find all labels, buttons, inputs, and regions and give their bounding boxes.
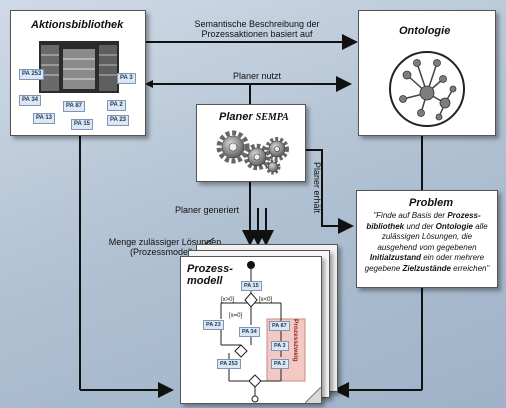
condition-label: [x=0] [229, 313, 243, 319]
process-node: PA 3 [271, 341, 289, 351]
library-item: PA 253 [19, 69, 45, 80]
process-title-line2: modell [187, 275, 223, 287]
gears-icon [216, 130, 289, 175]
library-item: PA 23 [107, 115, 130, 126]
library-item: PA 13 [33, 113, 56, 124]
semantic-label-line1: Semantische Beschreibung der [194, 19, 320, 29]
semantic-label: Semantische Beschreibung der Prozessakti… [172, 19, 342, 39]
condition-label: [x<0] [259, 297, 273, 303]
library-item: PA 15 [71, 119, 94, 130]
process-node: PA 87 [269, 321, 290, 331]
problem-box: Problem "Finde auf Basis der Prozess-bib… [356, 190, 498, 288]
semantic-label-line2: Prozessaktionen basiert auf [201, 29, 313, 39]
arrow-receives [305, 149, 354, 234]
problem-title: Problem [409, 197, 454, 209]
annotation-line2: (Prozessmodelle) [129, 247, 201, 257]
process-node: PA 2 [271, 359, 289, 369]
process-title: Prozess- modell [187, 263, 233, 287]
planner-box: Planer SEMPA [196, 104, 306, 182]
folded-corner-icon [305, 387, 321, 403]
library-title: Aktionsbibliothek [31, 19, 124, 31]
planner-title-main: Planer [219, 111, 256, 123]
process-model-box: Prozess- modell [180, 256, 322, 404]
planner-title: Planer SEMPA [219, 111, 289, 123]
process-title-line1: Prozess- [187, 263, 233, 275]
ontology-box: Ontologie [358, 10, 496, 136]
process-node: PA 23 [203, 320, 224, 330]
generates-label: Planer generiert [175, 205, 240, 215]
library-shelves-image [39, 41, 119, 93]
problem-text-part: "Finde auf Basis der [373, 211, 448, 220]
planner-title-name: SEMPA [255, 112, 289, 123]
problem-text-part: erreichen" [450, 263, 490, 273]
receives-label: Planer erhält [312, 162, 322, 214]
branch-label: Prozesszweig [292, 319, 299, 362]
problem-text-emphasis: Initialzustand [369, 253, 421, 262]
process-node: PA 253 [217, 359, 241, 369]
problem-text-part: ein oder mehrere gegebene [364, 253, 485, 273]
library-item: PA 3 [117, 73, 136, 84]
annotation-line1: Menge zulässiger Lösungen [108, 237, 222, 247]
problem-text: "Finde auf Basis der Prozess-bibliothek … [363, 211, 491, 274]
library-box: Aktionsbibliothek PA 253 PA 3 PA 34 PA 8… [10, 10, 146, 136]
condition-label: [x>0] [221, 297, 235, 303]
library-item: PA 34 [19, 95, 42, 106]
problem-text-emphasis: Zielzustände [402, 263, 451, 273]
problem-text-part: und der [404, 221, 436, 231]
uses-label: Planer nutzt [232, 71, 282, 81]
problem-text-part: alle zulässigen Lösungen, die ausgehend … [377, 221, 488, 252]
process-node: PA 34 [239, 327, 260, 337]
problem-text-emphasis: Ontologie [435, 221, 473, 231]
library-item: PA 2 [107, 100, 126, 111]
process-node: PA 15 [241, 281, 262, 291]
solutions-annotation: Menge zulässiger Lösungen (Prozessmodell… [90, 237, 240, 257]
ontology-graph-icon [389, 51, 465, 127]
ontology-title: Ontologie [399, 25, 451, 37]
problem-text-emphasis: Prozess-bibliothek [366, 211, 481, 231]
library-item: PA 87 [63, 101, 86, 112]
